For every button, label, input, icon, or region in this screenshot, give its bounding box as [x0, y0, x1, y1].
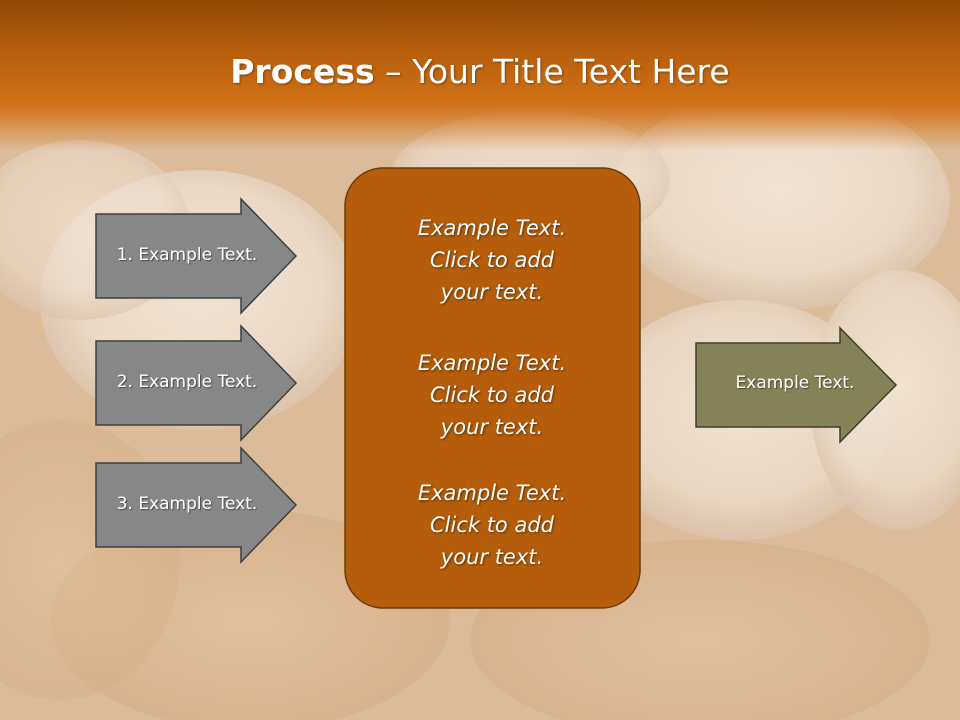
center-line: Example Text.	[417, 216, 567, 240]
center-paragraph-2: Example Text. Click to add your text.	[346, 347, 638, 443]
result-label: Example Text.	[735, 373, 855, 393]
result-arrow[interactable]	[695, 326, 898, 444]
center-paragraph-3: Example Text. Click to add your text.	[346, 477, 638, 573]
title-band	[0, 0, 960, 150]
step-arrow-3[interactable]	[95, 446, 298, 564]
step-arrow-2[interactable]	[95, 324, 298, 442]
center-line: Click to add	[429, 383, 554, 407]
slide-title[interactable]: Process – Your Title Text Here	[0, 52, 960, 91]
step-label-1: 1. Example Text.	[116, 245, 258, 265]
step-label-3: 3. Example Text.	[116, 494, 258, 514]
center-line: your text.	[440, 545, 544, 569]
center-paragraph-1: Example Text. Click to add your text.	[346, 212, 638, 308]
title-rest: Your Title Text Here	[412, 52, 730, 91]
step-label-2: 2. Example Text.	[116, 372, 258, 392]
center-line: Click to add	[429, 513, 554, 537]
center-line: Example Text.	[417, 481, 567, 505]
center-line: your text.	[440, 415, 544, 439]
center-box[interactable]	[344, 167, 641, 609]
center-line: your text.	[440, 280, 544, 304]
step-arrow-1[interactable]	[95, 197, 298, 315]
title-bold: Process	[230, 52, 375, 91]
center-line: Example Text.	[417, 351, 567, 375]
title-dash: –	[374, 52, 413, 91]
center-line: Click to add	[429, 248, 554, 272]
